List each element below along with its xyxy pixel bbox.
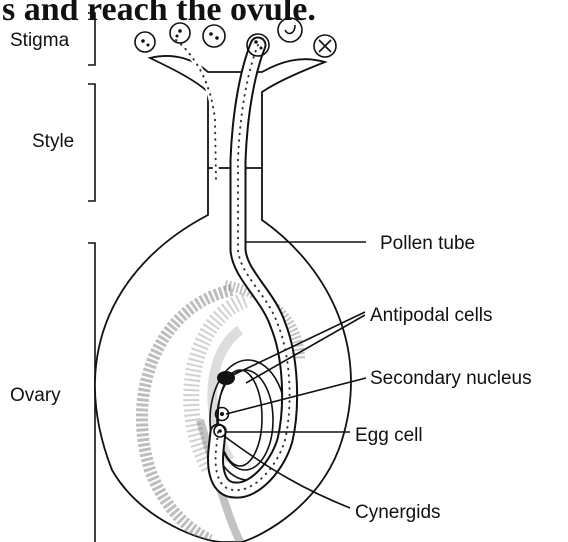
secondary-nucleus-label: Secondary nucleus — [370, 368, 532, 389]
egg-cell-label: Egg cell — [355, 425, 423, 446]
ovary-label: Ovary — [10, 385, 61, 406]
style-label: Style — [32, 131, 74, 152]
pollen-tube-label: Pollen tube — [380, 233, 475, 254]
caption-text: s and reach the ovule. — [2, 0, 316, 28]
style-bracket — [88, 84, 95, 201]
cynergids-label: Cynergids — [355, 502, 441, 523]
antipodal-cells-label: Antipodal cells — [370, 305, 493, 326]
ovary-bracket — [88, 243, 95, 542]
stigma-label: Stigma — [10, 30, 70, 51]
